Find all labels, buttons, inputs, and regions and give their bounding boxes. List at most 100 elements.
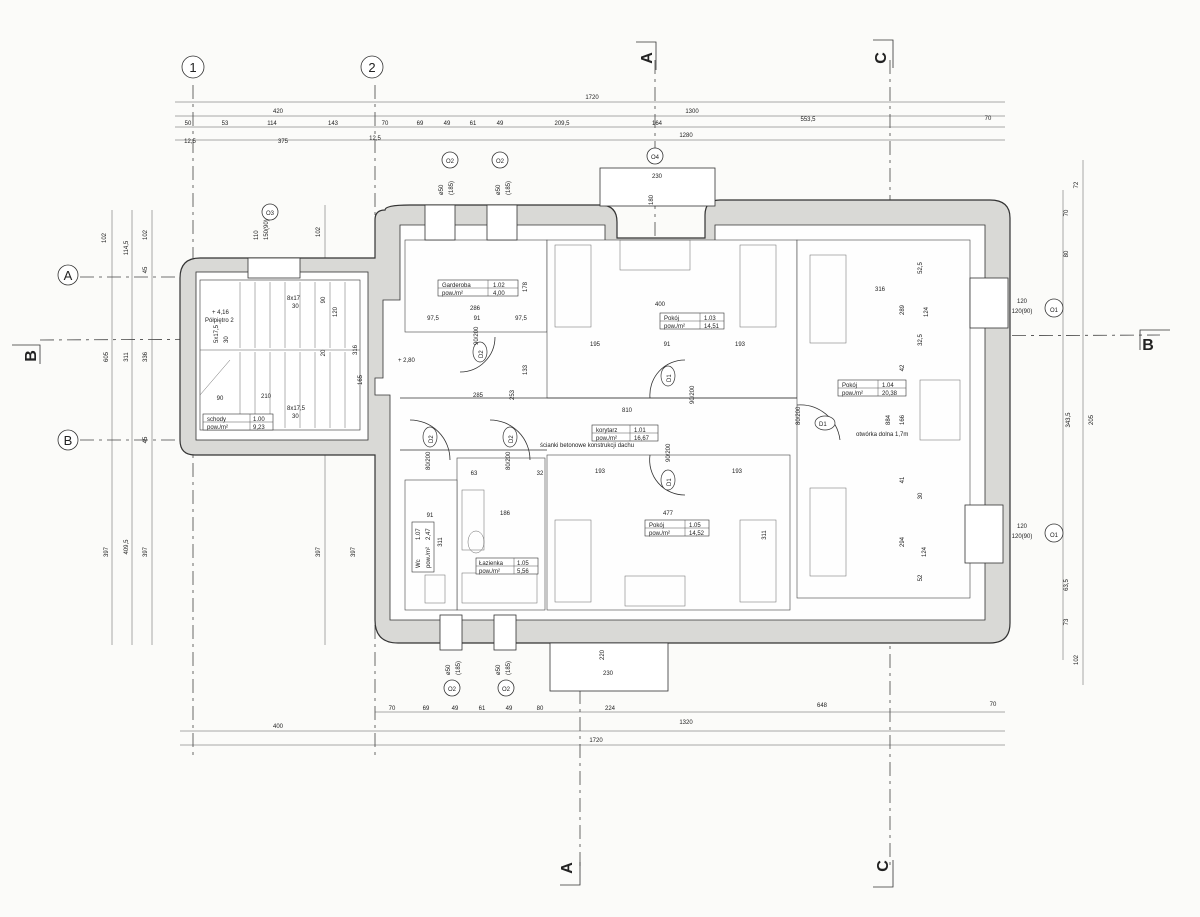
svg-text:C: C [873,52,890,64]
svg-text:91: 91 [664,342,671,348]
svg-text:120: 120 [1017,524,1028,530]
svg-text:165: 165 [358,374,364,385]
dimension-chain-right: 72 70 80 205 343,5 63,5 73 102 [1062,160,1095,685]
svg-text:120(90): 120(90) [1012,534,1033,540]
svg-text:400: 400 [655,302,666,308]
window-marker: ø50 (185) O2 [486,151,518,241]
svg-text:41: 41 [900,476,906,483]
svg-text:70: 70 [1064,209,1070,216]
svg-text:375: 375 [278,139,289,145]
svg-text:553,5: 553,5 [800,117,816,123]
dimension-chain-left: 102 114,5 102 45 605 311 336 45 397 409,… [102,205,326,645]
svg-text:4,00: 4,00 [493,291,505,297]
svg-text:49: 49 [452,706,459,712]
svg-text:91: 91 [427,513,434,519]
room-label-wc: Wc pow./m² 1.07 2,47 [411,521,435,573]
svg-text:O2: O2 [496,159,505,165]
svg-text:409,5: 409,5 [124,539,130,555]
svg-text:1: 1 [189,60,196,75]
svg-text:14,52: 14,52 [689,531,705,537]
svg-text:12,5: 12,5 [184,139,196,145]
window-marker: 120 120(90) O1 [969,277,1064,329]
interior-dimensions-right: 52,5 124 124 32,5 42 41 30 52 [900,262,930,582]
svg-text:9,23: 9,23 [253,425,265,431]
svg-text:166: 166 [900,414,906,425]
svg-text:420: 420 [273,109,284,115]
svg-text:1.05: 1.05 [689,523,701,529]
svg-text:2,47: 2,47 [426,528,432,540]
room-label-korytarz: korytarz 1.01 pow./m² 16,67 [591,424,659,442]
svg-text:80: 80 [537,706,544,712]
svg-text:O2: O2 [448,687,457,693]
svg-text:230: 230 [603,671,614,677]
svg-text:ø50: ø50 [446,664,452,675]
svg-text:1.07: 1.07 [416,528,422,540]
svg-text:ø50: ø50 [496,664,502,675]
room-label-lazienka: Łazienka 1.05 pow./m² 5,56 [475,557,539,575]
svg-text:O2: O2 [502,687,511,693]
svg-text:97,5: 97,5 [515,316,527,322]
svg-text:397: 397 [143,546,149,557]
svg-text:8x17: 8x17 [287,296,301,302]
svg-text:O3: O3 [266,211,275,217]
svg-text:193: 193 [732,469,743,475]
svg-text:(185): (185) [506,661,512,675]
room-label-schody: schody 1.00 pow./m² 9,23 [202,413,274,431]
svg-text:61: 61 [479,706,486,712]
axis-bubble-1: 1 [181,55,205,79]
svg-text:80/200: 80/200 [796,406,802,425]
svg-text:133: 133 [523,364,529,375]
svg-text:120: 120 [333,306,339,317]
svg-text:D2: D2 [509,435,515,443]
svg-text:1720: 1720 [585,95,599,101]
svg-text:90/200: 90/200 [474,326,480,345]
svg-text:Pokój: Pokój [842,383,857,389]
svg-text:(185): (185) [456,661,462,675]
svg-text:193: 193 [735,342,746,348]
svg-text:316: 316 [875,287,886,293]
svg-text:A: A [639,52,656,64]
svg-text:20: 20 [321,349,327,356]
svg-text:69: 69 [417,121,424,127]
svg-text:pow./m²: pow./m² [596,436,617,442]
svg-text:Garderoba: Garderoba [442,283,471,289]
section-marker-B-left: B [12,344,41,364]
svg-text:164: 164 [652,121,663,127]
svg-text:195: 195 [590,342,601,348]
door-marker: D1 90/200 [649,443,686,496]
svg-text:205: 205 [1089,414,1095,425]
svg-text:49: 49 [497,121,504,127]
svg-text:52: 52 [918,574,924,581]
svg-text:12,5: 12,5 [369,136,381,142]
door-marker: D2 80/200 [489,419,531,470]
svg-text:53: 53 [222,121,229,127]
svg-text:30: 30 [918,492,924,499]
svg-text:D2: D2 [479,350,485,358]
svg-text:397: 397 [351,546,357,557]
svg-text:45: 45 [143,436,149,443]
svg-text:pow./m²: pow./m² [426,547,432,568]
svg-text:884: 884 [886,414,892,425]
svg-text:1.04: 1.04 [882,383,894,389]
svg-text:14,51: 14,51 [704,324,720,330]
section-marker-B-right: B [1139,329,1170,354]
svg-text:286: 286 [470,306,481,312]
svg-text:1.02: 1.02 [493,283,505,289]
svg-text:90/200: 90/200 [690,385,696,404]
furniture [424,239,961,607]
svg-text:90: 90 [321,296,327,303]
svg-text:(185): (185) [506,181,512,195]
svg-text:1300: 1300 [685,109,699,115]
svg-text:D1: D1 [819,422,827,428]
section-marker-C-bottom: C [873,860,894,888]
svg-text:5x17,5: 5x17,5 [214,324,220,343]
svg-text:220: 220 [600,649,606,660]
svg-text:150(90): 150(90) [264,219,270,240]
svg-text:294: 294 [900,536,906,547]
room-label-garderoba: Garderoba 1.02 pow./m² 4,00 [437,279,519,297]
svg-text:A: A [559,862,576,874]
svg-text:O1: O1 [1050,308,1059,314]
svg-text:pow./m²: pow./m² [207,425,228,431]
svg-text:397: 397 [316,546,322,557]
svg-text:1320: 1320 [679,720,693,726]
